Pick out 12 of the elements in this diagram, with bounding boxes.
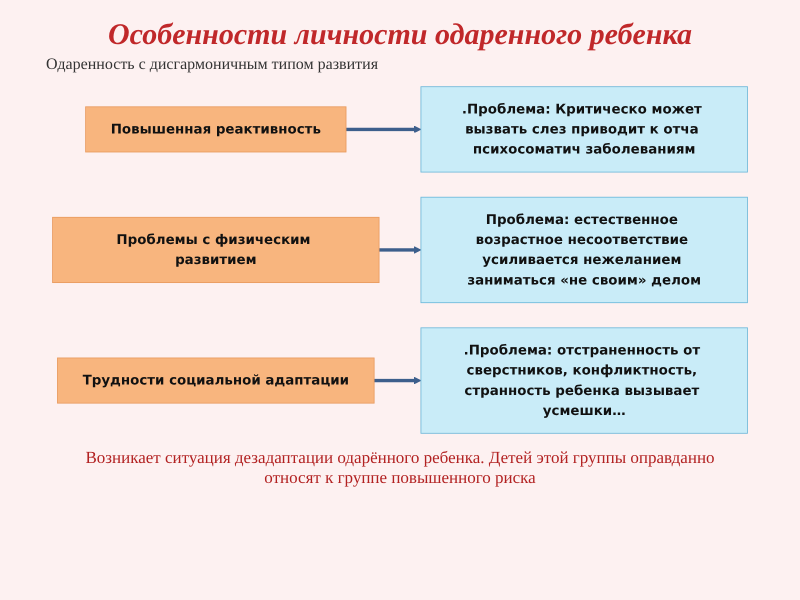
node-box: Трудности социальной адаптации — [57, 358, 375, 404]
arrow — [346, 126, 422, 134]
node-box: Повышенная реактивность — [85, 106, 346, 152]
caption: Возникает ситуация дезадаптации одарённого ребенка. Детей этой группы оправданно относят к группе повышенного риска — [84, 448, 716, 488]
slide-title: Особенности личности одаренного ребенка — [107, 18, 693, 52]
arrow — [379, 246, 422, 254]
node-box: Проблемы с физическим развитием — [52, 216, 380, 284]
node-box: .Проблема: отстраненность от сверстников, конфликтность, странность ребенка вызывает усмешки… — [420, 327, 748, 434]
node-box: .Проблема: Критическо может вызвать слез приводит к отча психосоматич заболеваниям — [420, 86, 748, 173]
arrow — [374, 376, 422, 384]
node-box: Проблема: естественное возрастное несоответствие усиливается нежеланием заниматься «не своим» делом — [420, 196, 748, 304]
subtitle: Одаренность с дисгармоничным типом развития — [46, 56, 380, 74]
